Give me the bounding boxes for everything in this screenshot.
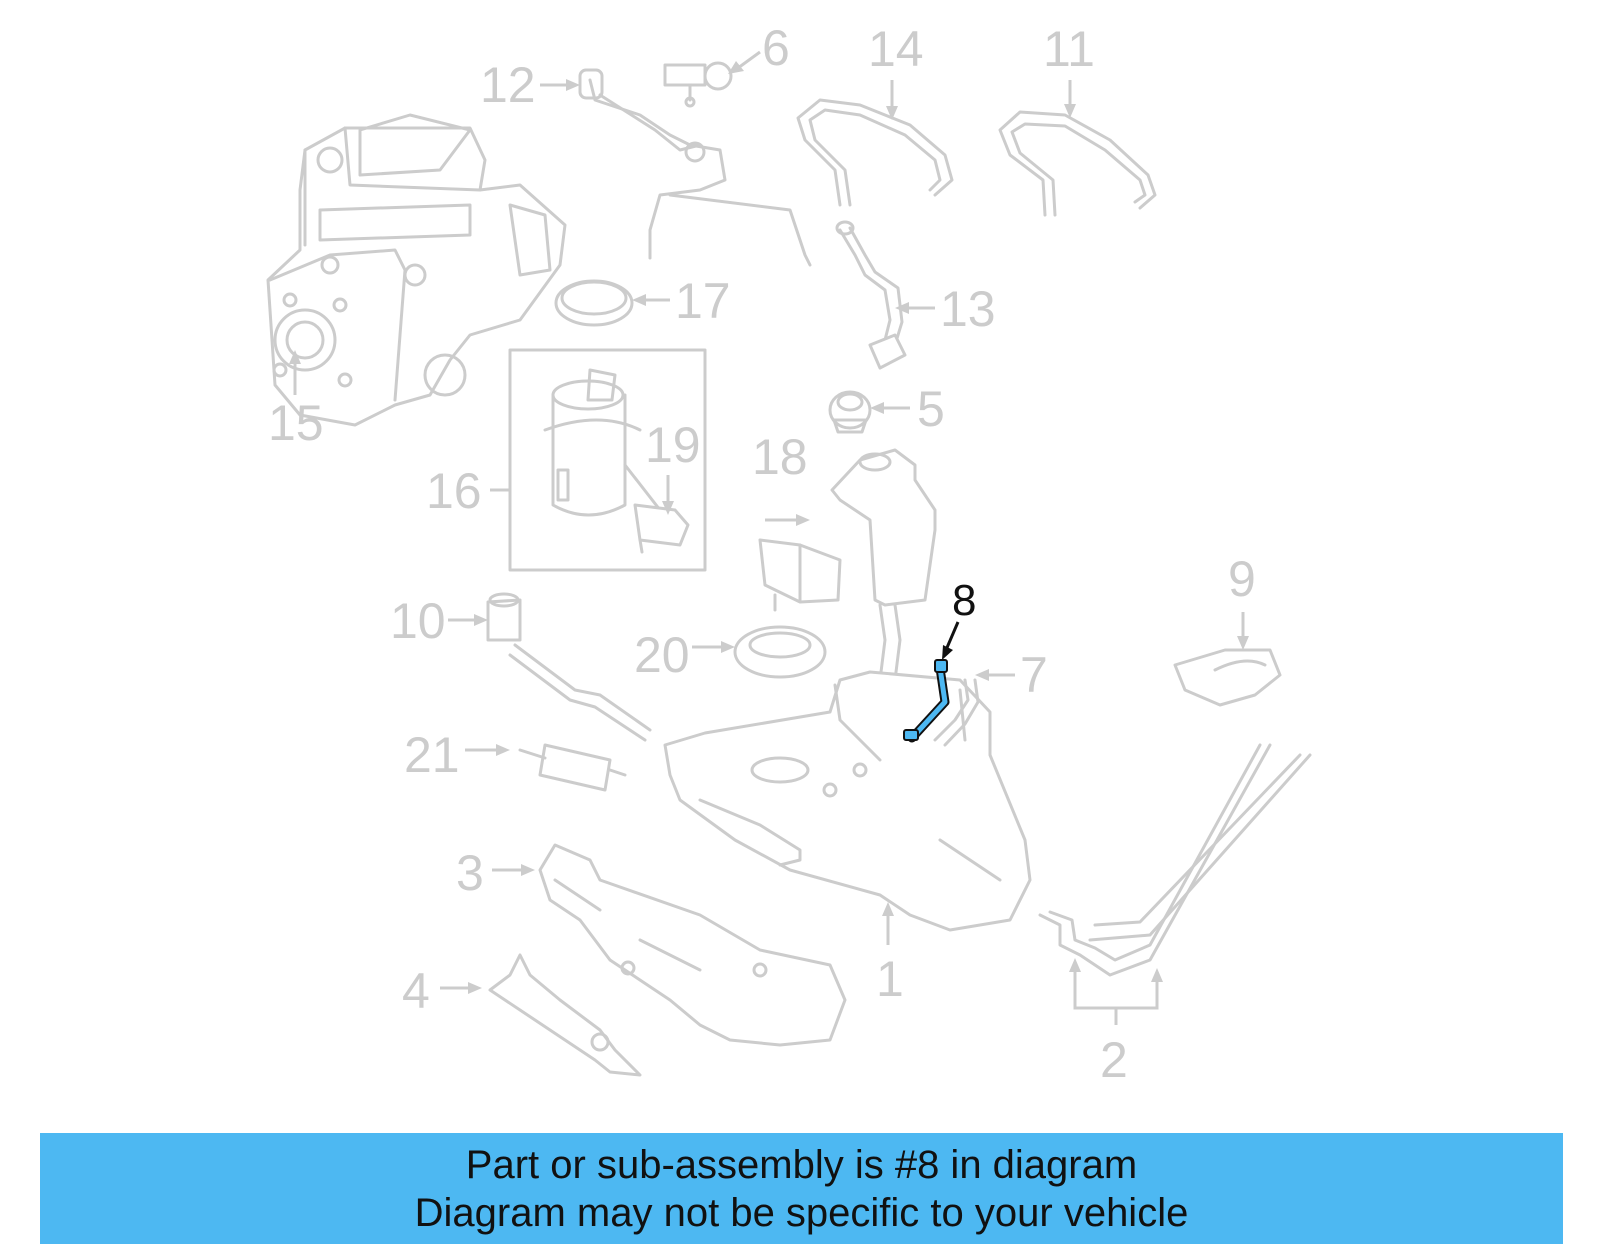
part-3-heat-shield xyxy=(538,843,847,1047)
part-9-bracket xyxy=(1173,648,1282,707)
callout-18: 18 xyxy=(752,429,808,485)
leader-lines xyxy=(289,50,1249,1025)
banner-line-part-number: Part or sub-assembly is #8 in diagram xyxy=(465,1143,1138,1187)
part-17-seal-ring xyxy=(554,279,634,327)
part-10-sender xyxy=(486,592,652,742)
part-15-pump-assembly xyxy=(266,113,567,427)
part-21-filter xyxy=(518,743,627,792)
part-14-hose xyxy=(796,98,954,207)
part-18-bracket xyxy=(758,538,842,612)
part-4-bracket xyxy=(488,953,642,1077)
part-8-highlighted-line xyxy=(903,659,950,743)
callout-4: 4 xyxy=(402,963,430,1019)
part-12-sensor-line xyxy=(578,68,812,267)
callout-9: 9 xyxy=(1228,551,1256,607)
parts-diagram: 12 6 14 11 17 13 15 5 19 18 16 9 8 10 20… xyxy=(266,20,1312,1088)
part-20-seal xyxy=(733,625,827,679)
callout-1: 1 xyxy=(876,951,904,1007)
callout-5: 5 xyxy=(917,381,945,437)
part-5-cap xyxy=(828,390,872,434)
part-2-straps xyxy=(1038,743,1312,977)
callout-3: 3 xyxy=(456,845,484,901)
callout-10: 10 xyxy=(390,593,446,649)
callout-16: 16 xyxy=(426,463,482,519)
callout-19: 19 xyxy=(645,417,701,473)
callout-15: 15 xyxy=(268,395,324,451)
callout-12: 12 xyxy=(480,57,536,113)
callout-21: 21 xyxy=(404,727,460,783)
part-1-fuel-tank xyxy=(663,670,1032,932)
callout-11: 11 xyxy=(1043,21,1095,77)
callout-6: 6 xyxy=(762,20,790,76)
part-filler-neck xyxy=(830,448,937,692)
part-7-pipe xyxy=(933,678,980,747)
banner-line-disclaimer: Diagram may not be specific to your vehi… xyxy=(414,1191,1189,1235)
callout-20: 20 xyxy=(634,627,690,683)
part-13-hose xyxy=(835,220,907,370)
callout-17: 17 xyxy=(675,273,731,329)
part-16-pump-module xyxy=(508,348,707,572)
callout-2: 2 xyxy=(1100,1032,1128,1088)
callout-labels: 12 6 14 11 17 13 15 5 19 18 16 9 8 10 20… xyxy=(268,20,1256,1088)
part-6-sensor xyxy=(663,61,733,108)
callout-13: 13 xyxy=(940,281,996,337)
callout-8-highlighted: 8 xyxy=(952,576,976,625)
part-11-hose xyxy=(998,110,1157,217)
callout-14: 14 xyxy=(868,21,924,77)
callout-7: 7 xyxy=(1020,647,1048,703)
info-banner: Part or sub-assembly is #8 in diagram Di… xyxy=(40,1133,1563,1244)
